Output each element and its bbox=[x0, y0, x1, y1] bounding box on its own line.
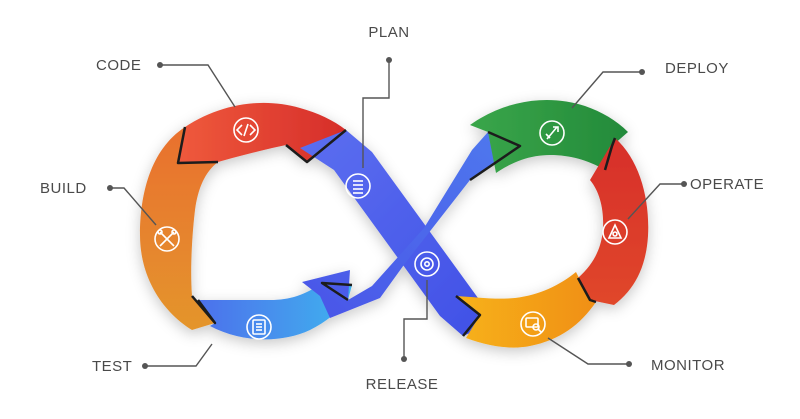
operate-segment bbox=[578, 138, 649, 305]
leader-lines bbox=[110, 60, 684, 367]
plan-label: PLAN bbox=[368, 24, 409, 41]
operate-icon bbox=[602, 219, 628, 245]
segment-seams bbox=[176, 126, 617, 337]
checklist-icon bbox=[246, 314, 272, 340]
monitor-segment bbox=[456, 272, 596, 348]
monitor-label: MONITOR bbox=[651, 357, 725, 374]
deploy-label: DEPLOY bbox=[665, 60, 729, 77]
release-segment bbox=[302, 132, 520, 318]
tools-icon bbox=[154, 226, 180, 252]
test-segment bbox=[198, 283, 352, 340]
build-label: BUILD bbox=[40, 180, 87, 197]
plan-segment bbox=[300, 130, 496, 336]
plan-list-icon bbox=[345, 173, 371, 199]
code-brackets-icon bbox=[233, 117, 259, 143]
gear-icon bbox=[414, 251, 440, 277]
test-label: TEST bbox=[92, 358, 132, 375]
release-label: RELEASE bbox=[366, 376, 439, 393]
code-label: CODE bbox=[96, 57, 141, 74]
rocket-icon bbox=[539, 120, 565, 146]
monitor-search-icon bbox=[520, 311, 546, 337]
operate-label: OPERATE bbox=[690, 176, 764, 193]
leader-dots bbox=[107, 57, 687, 369]
build-segment bbox=[140, 127, 218, 330]
infinity-loop bbox=[140, 100, 649, 348]
